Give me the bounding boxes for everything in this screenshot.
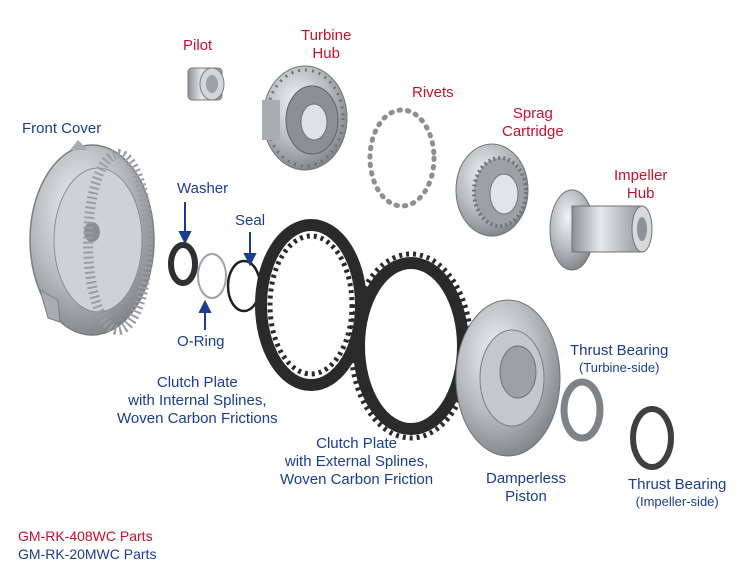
thrust-impeller-label-line1: Thrust Bearing [628,476,727,493]
sprag-cartridge-part [455,143,529,237]
damperless-piston-label: Damperless Piston [486,470,566,506]
clutch-internal-label-line1: Clutch Plate [156,374,238,391]
o-ring-arrow [198,299,212,330]
seal-arrow [243,232,257,267]
clutch-external-label-line3: Woven Carbon Friction [280,471,434,488]
thrust-turbine-label-line1: Thrust Bearing [570,342,669,359]
clutch-plate-internal-part [255,219,367,391]
damperless-piston-part [455,299,561,457]
damperless-piston-label-line1: Damperless [486,470,567,487]
o-ring-part [197,253,227,299]
front-cover-label: Front Cover [22,120,102,137]
rivets-part [367,107,437,209]
impeller-hub-label-line1: Impeller [614,167,668,184]
turbine-hub-label-line2: Hub [312,45,340,62]
thrust-bearing-impeller-label: Thrust Bearing (Impeller-side) [628,476,726,510]
clutch-plate-external-part [348,251,474,441]
o-ring-label: O-Ring [177,333,225,350]
clutch-external-label-line2: with External Splines, [284,453,429,470]
pilot-label: Pilot [183,37,213,54]
turbine-hub-label: Turbine Hub [301,27,351,63]
seal-label: Seal [235,212,266,229]
thrust-impeller-label-line2: (Impeller-side) [635,494,719,509]
legend-red-parts: GM-RK-408WC Parts [18,528,153,544]
impeller-hub-label: Impeller Hub [614,167,667,203]
pilot-part [187,67,225,101]
impeller-hub-label-line2: Hub [626,185,655,202]
turbine-hub-label-line1: Turbine [301,27,352,44]
rivets-label: Rivets [412,84,454,101]
thrust-turbine-label-line2: (Turbine-side) [578,360,660,375]
sprag-cartridge-label-line1: Sprag [512,105,553,122]
clutch-external-label: Clutch Plate with External Splines, Wove… [280,435,433,489]
clutch-internal-label-line2: with Internal Splines, [128,392,267,409]
thrust-bearing-impeller-part [630,406,674,470]
sprag-cartridge-label: Sprag Cartridge [502,105,564,141]
clutch-internal-label-line3: Woven Carbon Frictions [117,410,278,427]
washer-arrow [178,202,192,245]
legend-blue-parts: GM-RK-20MWC Parts [18,546,157,562]
thrust-bearing-turbine-label: Thrust Bearing (Turbine-side) [570,342,668,376]
front-cover-part [29,140,155,336]
washer-part [168,242,198,286]
thrust-bearing-turbine-part [560,378,604,442]
washer-label: Washer [177,180,229,197]
impeller-hub-part [549,189,653,271]
clutch-external-label-line1: Clutch Plate [316,435,397,452]
turbine-hub-part [262,65,348,171]
sprag-cartridge-label-line2: Cartridge [502,123,564,140]
clutch-internal-label: Clutch Plate with Internal Splines, Wove… [117,374,278,428]
damperless-piston-label-line2: Piston [505,488,547,505]
